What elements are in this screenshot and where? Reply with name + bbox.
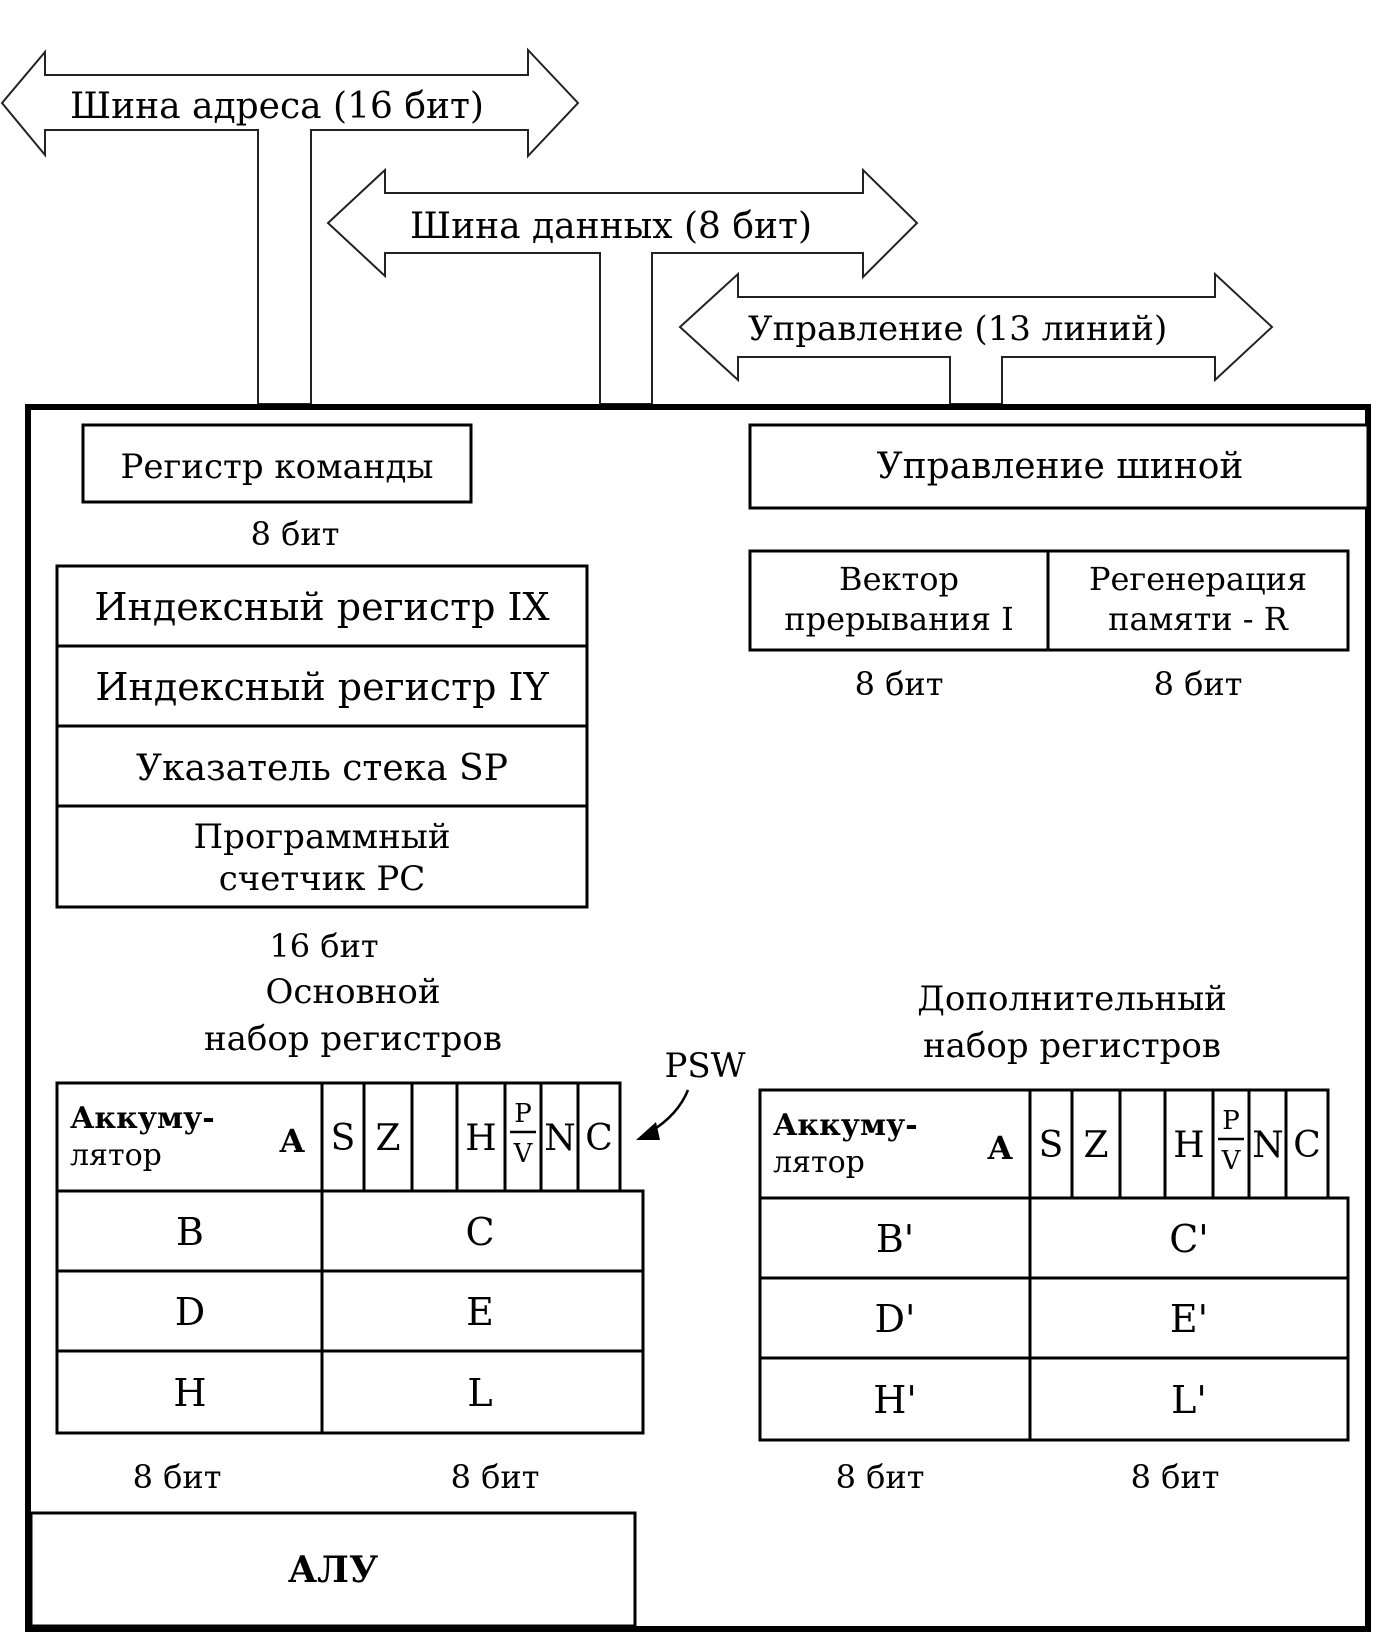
alt-flag-unused — [1118, 1088, 1167, 1200]
instruction-register-label: Регистр команды — [121, 447, 434, 487]
main-flag-pv — [503, 1081, 543, 1193]
alt-register-e — [1028, 1276, 1350, 1360]
main-register-l-label: L — [467, 1371, 492, 1415]
main-flag-n-label: N — [544, 1118, 576, 1159]
alt-set-title-line2: набор регистров — [923, 1026, 1221, 1066]
main-register-b-label: B — [176, 1210, 204, 1254]
interrupt-vector-box — [748, 549, 1050, 652]
alt-accumulator-label-line1: Аккуму- — [773, 1108, 918, 1143]
alt-flag-n-label: N — [1252, 1125, 1284, 1166]
alt-flag-h-label: H — [1173, 1125, 1204, 1166]
address-bus-label: Шина адреса (16 бит) — [70, 86, 484, 127]
alt-flag-s-label: S — [1039, 1125, 1064, 1166]
main-register-e — [320, 1269, 645, 1353]
alt-register-set: Дополнительный набор регистров Аккуму- л… — [758, 979, 1350, 1496]
address-bus-arrow — [0, 47, 580, 405]
main-flag-v-label: V — [513, 1139, 534, 1169]
ix-register-box — [55, 564, 589, 648]
alt-flag-p-label: P — [1222, 1106, 1240, 1136]
main-flag-c — [576, 1081, 622, 1193]
alu-box — [29, 1511, 637, 1628]
main-flag-p-label: P — [514, 1099, 532, 1129]
alt-register-h-label: H' — [873, 1378, 917, 1422]
pointer-registers-width: 16 бит — [269, 927, 378, 965]
refresh-register-box — [1046, 549, 1350, 652]
main-set-title-line2: набор регистров — [204, 1019, 502, 1059]
alt-register-d-label: D' — [875, 1297, 916, 1341]
alt-accumulator-label-line2: лятор — [773, 1145, 865, 1180]
psw-label: PSW — [664, 1046, 745, 1086]
alt-accumulator-cell — [758, 1088, 1032, 1200]
main-register-e-label: E — [466, 1290, 494, 1334]
ix-register-label: Индексный регистр IX — [94, 585, 549, 629]
pc-register-box — [55, 804, 589, 909]
main-register-h-label: H — [173, 1371, 206, 1415]
alt-flag-c-label: C — [1293, 1125, 1321, 1166]
interrupt-vector-width: 8 бит — [855, 665, 944, 703]
main-accumulator-cell — [55, 1081, 324, 1193]
alt-register-c-label: C' — [1169, 1217, 1209, 1261]
main-flag-z-label: Z — [375, 1118, 400, 1159]
sp-register-box — [55, 724, 589, 808]
address-bus: Шина адреса (16 бит) — [0, 47, 580, 405]
main-register-l — [320, 1349, 645, 1435]
alt-register-h — [758, 1356, 1032, 1442]
main-set-title-line1: Основной — [266, 972, 441, 1012]
bus-control-box — [748, 423, 1370, 510]
control-bus: Управление (13 линий) — [678, 271, 1274, 405]
alt-set-width-left: 8 бит — [836, 1458, 925, 1496]
main-set-width-left: 8 бит — [133, 1458, 222, 1496]
main-register-d-label: D — [175, 1290, 205, 1334]
control-bus-label: Управление (13 линий) — [748, 309, 1167, 349]
cpu-frame — [25, 404, 1371, 1632]
alt-set-title-line1: Дополнительный — [917, 979, 1227, 1019]
data-bus: Шина данных (8 бит) — [326, 167, 919, 405]
psw-arrowhead — [636, 1122, 660, 1140]
main-accumulator-label-line1: Аккуму- — [70, 1101, 215, 1136]
pc-register-label-line2: счетчик PC — [219, 859, 426, 899]
iy-register-box — [55, 644, 589, 728]
sp-register-label: Указатель стека SP — [136, 748, 508, 789]
bus-control-label: Управление шиной — [877, 446, 1244, 487]
main-register-c-label: C — [465, 1210, 494, 1254]
iy-register-label: Индексный регистр IY — [95, 665, 549, 709]
main-register-d — [55, 1269, 324, 1353]
control-bus-arrow — [678, 271, 1274, 405]
alt-register-l — [1028, 1356, 1350, 1442]
pointer-registers: Индексный регистр IX Индексный регистр I… — [55, 564, 589, 909]
main-accumulator-label-line2: лятор — [70, 1138, 162, 1173]
alt-flag-s — [1028, 1088, 1074, 1200]
alu-label: АЛУ — [288, 1549, 378, 1591]
pc-register-label-line1: Программный — [193, 817, 450, 857]
interrupt-vector-line1: Вектор — [839, 560, 959, 598]
data-bus-label: Шина данных (8 бит) — [410, 206, 812, 247]
main-set-width-right: 8 бит — [451, 1458, 540, 1496]
main-flag-c-label: C — [585, 1118, 613, 1159]
main-flag-unused — [410, 1081, 459, 1193]
refresh-register-width: 8 бит — [1154, 665, 1243, 703]
alt-set-width-right: 8 бит — [1131, 1458, 1220, 1496]
interrupt-vector-line2: прерывания I — [784, 600, 1013, 638]
alt-accumulator-letter: A — [987, 1129, 1014, 1167]
instruction-register-width: 8 бит — [251, 515, 340, 553]
main-flag-h — [455, 1081, 507, 1193]
alt-register-l-label: L' — [1171, 1378, 1207, 1422]
main-flag-s-label: S — [331, 1118, 356, 1159]
alt-flag-z-label: Z — [1083, 1125, 1108, 1166]
instruction-register-box — [81, 423, 473, 504]
main-flag-h-label: H — [465, 1118, 496, 1159]
main-accumulator-letter: A — [279, 1122, 306, 1160]
alt-flag-z — [1070, 1088, 1122, 1200]
refresh-register-line2: памяти - R — [1108, 600, 1289, 638]
main-register-set: Основной набор регистров Аккуму- лятор A… — [55, 972, 645, 1496]
refresh-register-line1: Регенерация — [1089, 560, 1307, 598]
alt-register-e-label: E' — [1170, 1297, 1208, 1341]
alt-register-b-label: B' — [876, 1217, 914, 1261]
main-register-h — [55, 1349, 324, 1435]
data-bus-arrow — [326, 167, 919, 405]
alt-flag-v-label: V — [1221, 1146, 1242, 1176]
